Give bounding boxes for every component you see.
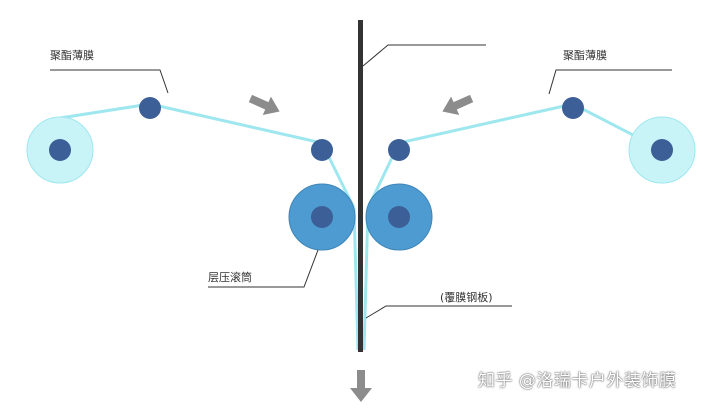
label-lamination-roller: 层压滚筒: [208, 271, 252, 284]
film-roll-right: [628, 116, 696, 184]
arrow-down-icon: [350, 370, 372, 402]
film-roll-left: [26, 116, 94, 184]
guide-roller-right-top: [562, 97, 584, 119]
leader-line-right-film: [548, 69, 672, 95]
label-coated-plate: (覆膜钢板): [440, 291, 493, 304]
guide-roller-right-inner: [388, 139, 410, 161]
leader-line-left-film: [50, 69, 169, 94]
guide-roller-left-top: [139, 97, 161, 119]
leader-line-roller: [208, 249, 319, 288]
arrow-feed-right-icon: [442, 94, 474, 115]
guide-roller-left-inner: [311, 139, 333, 161]
steel-plate: [358, 20, 363, 352]
lamination-roller-right: [365, 183, 433, 251]
label-right-film: 聚酯薄膜: [563, 49, 607, 62]
label-left-film: 聚酯薄膜: [50, 49, 94, 62]
lamination-roller-left: [288, 183, 356, 251]
arrow-feed-left-icon: [248, 94, 280, 115]
leader-line-steel-top: [362, 44, 486, 67]
leader-line-plate: [365, 305, 512, 319]
watermark: 知乎 @洛瑞卡户外装饰膜: [478, 371, 677, 391]
